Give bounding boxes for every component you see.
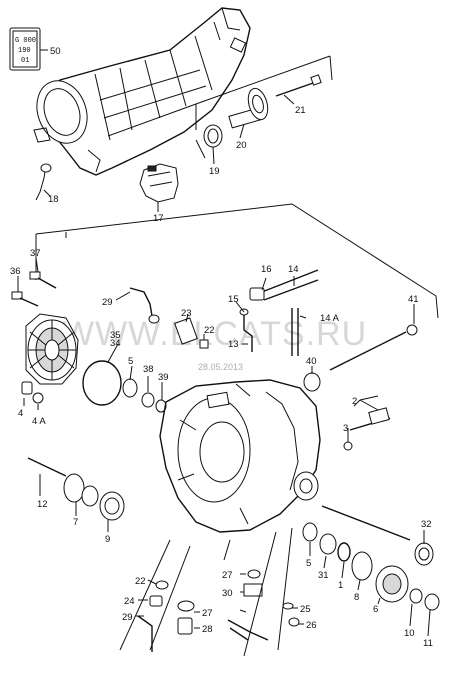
callout-22-top: 22 (204, 325, 215, 336)
callout-38: 38 (143, 364, 154, 375)
callout-37: 37 (30, 248, 41, 259)
callout-29-top: 29 (102, 297, 113, 308)
left-flange-shaft (27, 457, 125, 521)
callout-10: 10 (404, 628, 415, 639)
callout-22-bottom: 22 (135, 576, 146, 587)
callout-26: 26 (306, 620, 317, 631)
callout-13: 13 (228, 339, 239, 350)
callout-31: 31 (318, 570, 329, 581)
callout-41: 41 (408, 294, 419, 305)
label-tag-part: G 000 190 01 (9, 27, 41, 71)
callout-14a: 14 A (320, 313, 340, 324)
transmission-housing (159, 379, 321, 533)
washer-part-4a (32, 392, 44, 404)
callout-18: 18 (48, 194, 59, 205)
differential-assembly (25, 313, 79, 385)
watermark-date: 28.05.2013 (198, 362, 243, 372)
breather-hose-parts (239, 269, 319, 356)
label-tag-line-2: 190 (18, 47, 31, 55)
output-flange-part (203, 74, 322, 148)
bearing-stack (302, 522, 440, 611)
callout-30: 30 (222, 588, 233, 599)
callout-5-right: 5 (306, 558, 311, 569)
callout-19: 19 (209, 166, 220, 177)
callout-12: 12 (37, 499, 48, 510)
callout-4: 4 (18, 408, 23, 419)
callout-27-right: 27 (222, 570, 233, 581)
watermark-text: WWW.ELCATS.RU (62, 315, 367, 353)
bottom-fittings (137, 569, 300, 652)
callout-11: 11 (423, 638, 433, 649)
callout-27-left: 27 (202, 608, 213, 619)
callout-9: 9 (105, 534, 110, 545)
callout-6: 6 (373, 604, 378, 615)
callout-40: 40 (306, 356, 317, 367)
callout-15: 15 (228, 294, 239, 305)
callout-25: 25 (300, 604, 311, 615)
callout-35: 35 (110, 330, 121, 341)
bolt-parts (11, 271, 57, 307)
callout-39: 39 (158, 372, 169, 383)
callout-34: 34 (110, 338, 121, 349)
callout-1: 1 (338, 580, 343, 591)
callout-7: 7 (73, 517, 78, 528)
callout-3: 3 (343, 423, 348, 434)
plug-part-4 (21, 381, 33, 395)
callout-4a: 4 A (32, 416, 46, 427)
callout-20: 20 (236, 140, 247, 151)
callout-8: 8 (354, 592, 359, 603)
sensor-switch-part (35, 163, 52, 201)
shift-lever-part (343, 399, 391, 451)
shim-part-38 (141, 392, 155, 408)
callout-23: 23 (181, 308, 192, 319)
callout-32: 32 (421, 519, 432, 530)
callout-17: 17 (153, 213, 164, 224)
callout-14: 14 (288, 264, 299, 275)
oil-pipe-parts (129, 287, 209, 349)
leader-lines (17, 49, 431, 657)
callout-50: 50 (50, 46, 61, 57)
label-tag-line-1: G 000 (15, 37, 36, 45)
gearbox-assembly (33, 7, 251, 176)
callout-28: 28 (202, 624, 213, 635)
right-output-shaft (321, 505, 434, 566)
callout-36: 36 (10, 266, 21, 277)
callout-5-left: 5 (128, 356, 133, 367)
o-ring-part (82, 360, 122, 406)
control-module-part (139, 163, 179, 203)
callout-16: 16 (261, 264, 272, 275)
callout-numbers: 50 21 20 19 18 17 37 36 16 14 15 14 A 13… (10, 46, 433, 649)
label-tag-line-3: 01 (21, 57, 29, 65)
callout-24: 24 (124, 596, 135, 607)
bearing-part-5a (122, 378, 138, 398)
callout-2: 2 (352, 396, 357, 407)
callout-29-bottom: 29 (122, 612, 133, 623)
callout-21: 21 (295, 105, 306, 116)
